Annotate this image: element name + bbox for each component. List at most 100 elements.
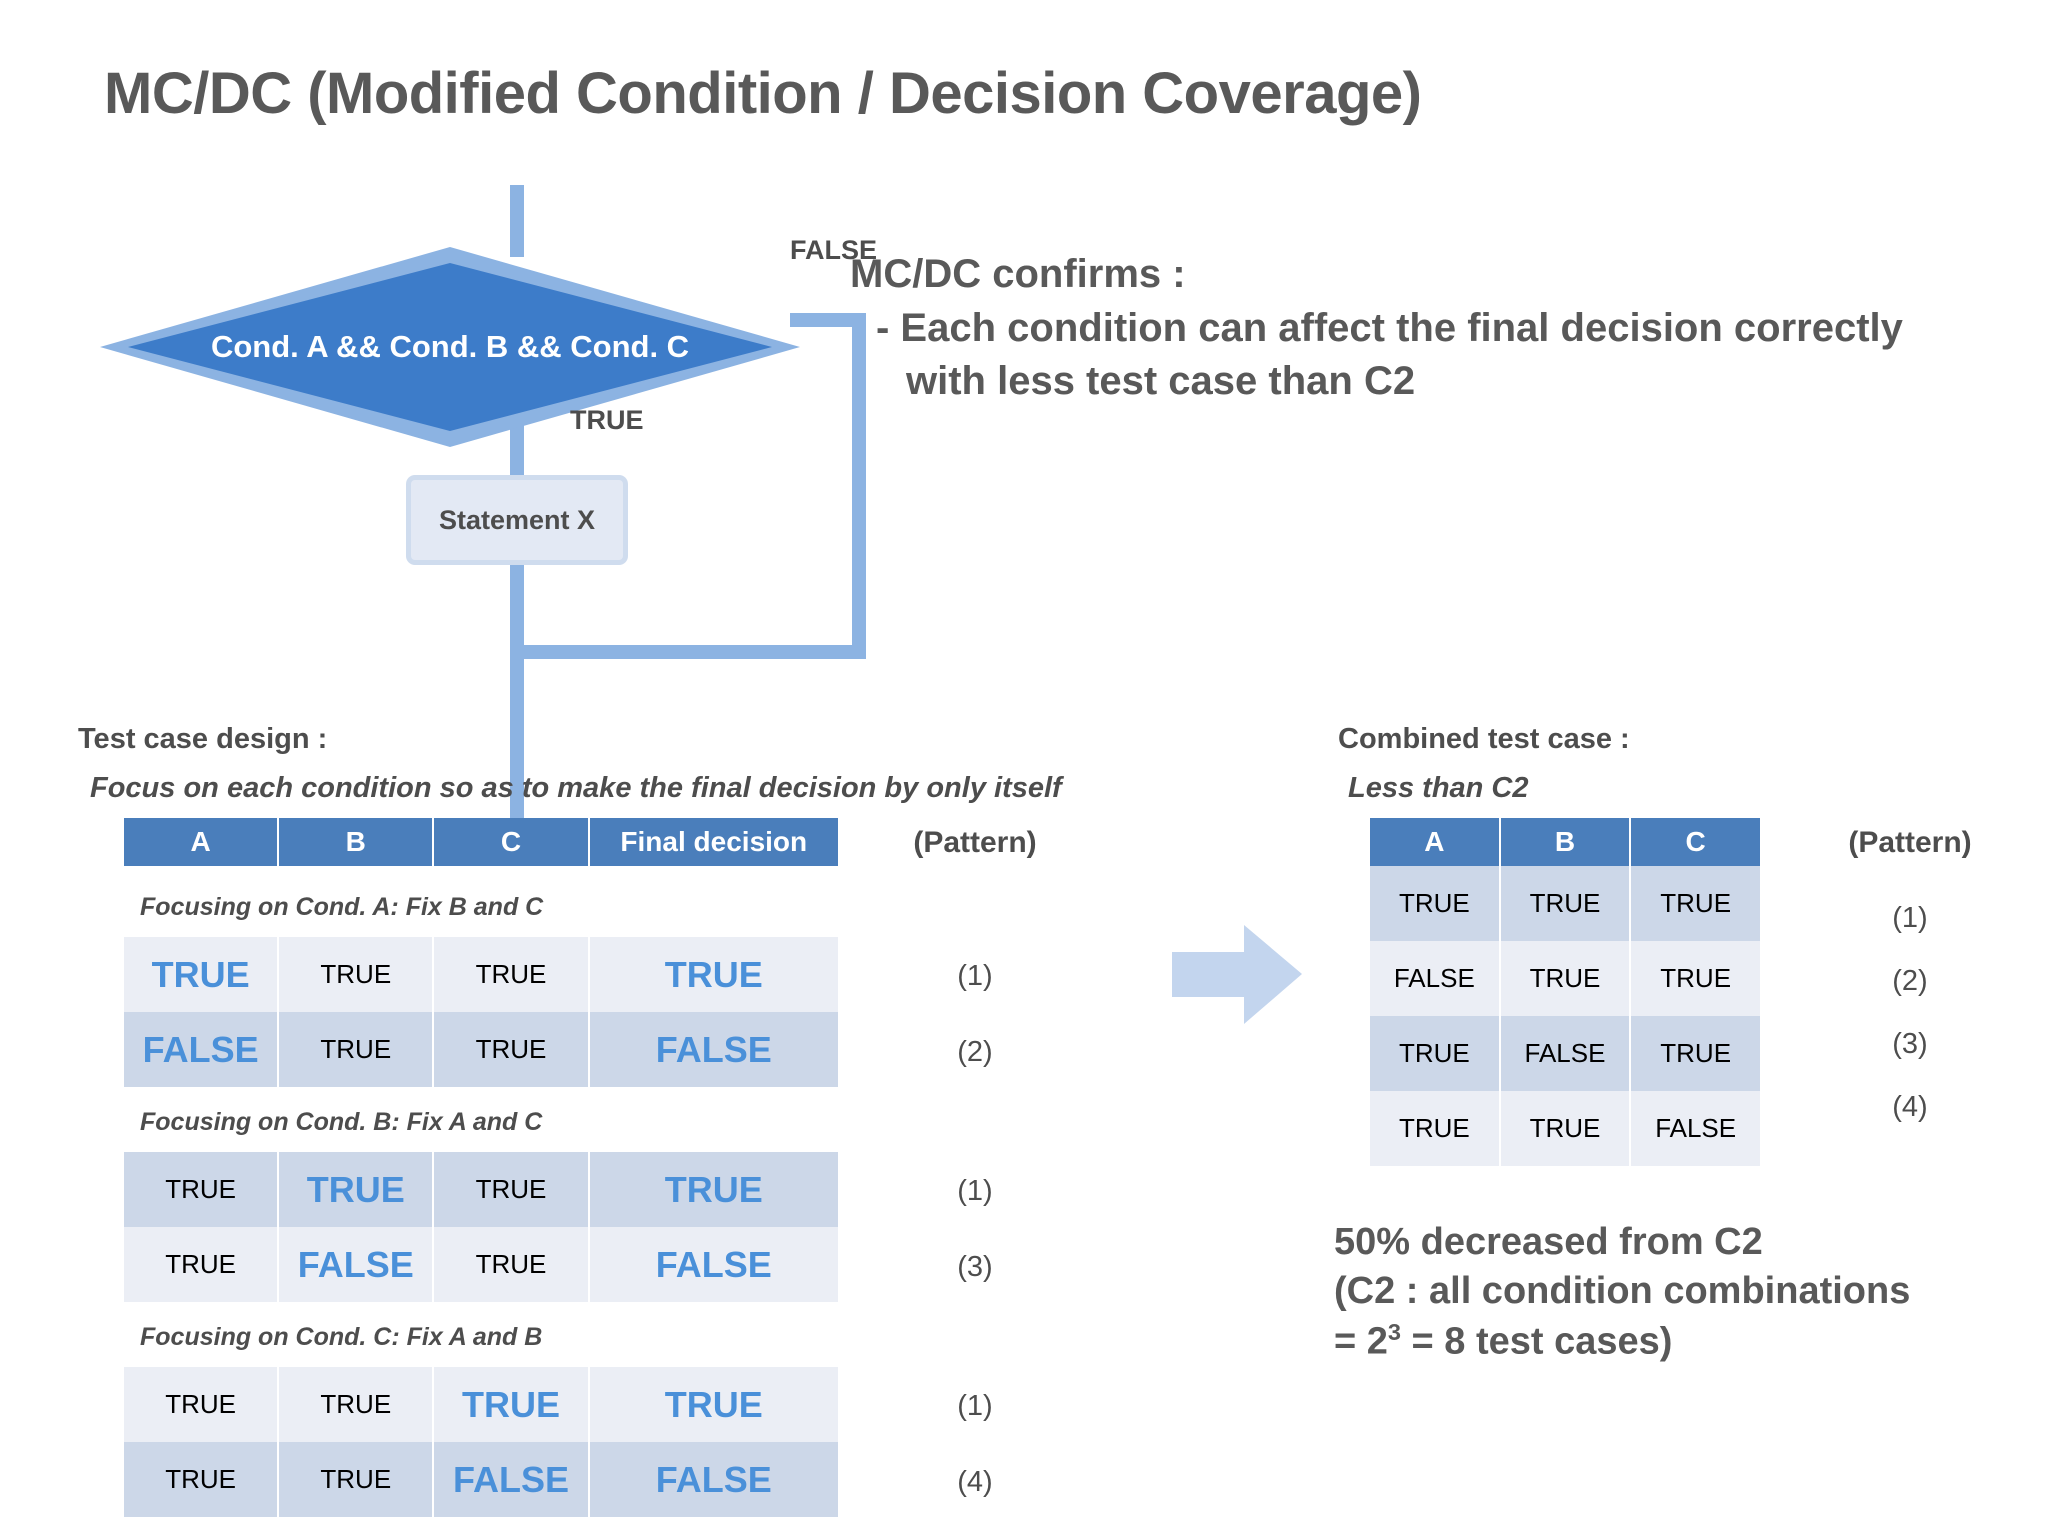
note-line-2: (C2 : all condition combinations xyxy=(1334,1270,1911,1313)
pattern-label: (2) xyxy=(957,1036,993,1068)
pattern-label: (1) xyxy=(957,960,993,992)
cell-a: TRUE xyxy=(124,937,278,1012)
pattern-label: (2) xyxy=(1892,965,1928,997)
table-row: TRUE TRUE TRUE TRUE xyxy=(124,1152,838,1227)
focus-caption-b: Focusing on Cond. B: Fix A and C xyxy=(140,1108,543,1136)
left-table-group-b: TRUE TRUE TRUE TRUE TRUE FALSE TRUE FALS… xyxy=(122,1152,840,1302)
col-header-c: C xyxy=(1631,818,1760,866)
focus-caption-c: Focusing on Cond. C: Fix A and B xyxy=(140,1323,543,1351)
cell-c: TRUE xyxy=(1631,866,1760,941)
connector-false-vertical xyxy=(852,313,866,658)
cell-b: TRUE xyxy=(279,937,433,1012)
cell-a: TRUE xyxy=(1370,1091,1499,1166)
flowchart-diagram: Cond. A && Cond. B && Cond. C FALSE TRUE… xyxy=(100,185,877,838)
table-header-row: A B C Final decision xyxy=(124,818,838,866)
col-header-b: B xyxy=(1500,818,1630,866)
col-header-a: A xyxy=(1370,818,1499,866)
statement-label: Statement X xyxy=(411,480,623,560)
explanation-line-1: MC/DC confirms : xyxy=(850,252,1186,296)
note-line-3: = 23 = 8 test cases) xyxy=(1334,1317,2048,1367)
right-panel-title: Combined test case : xyxy=(1338,723,1630,755)
right-panel-subtitle: Less than C2 xyxy=(1348,772,1529,804)
cell-a: TRUE xyxy=(1370,866,1499,941)
cell-final: FALSE xyxy=(589,1227,838,1302)
col-header-a: A xyxy=(124,818,278,866)
table-row: TRUE TRUE FALSE FALSE xyxy=(124,1442,838,1517)
pattern-label: (4) xyxy=(957,1466,993,1498)
right-table: A B C TRUE TRUE TRUE FALSE TRUE TRUE TRU… xyxy=(1368,818,1762,1166)
cell-a: TRUE xyxy=(124,1152,278,1227)
cell-b: TRUE xyxy=(1500,1091,1630,1166)
note-line-3-suffix: = 8 test cases) xyxy=(1401,1320,1673,1363)
left-table-header: A B C Final decision xyxy=(122,818,840,866)
table-row: FALSE TRUE TRUE xyxy=(1370,941,1760,1016)
connector-bottom xyxy=(510,548,524,838)
explanation-line-2: - Each condition can affect the final de… xyxy=(876,305,1903,350)
focus-caption-a: Focusing on Cond. A: Fix B and C xyxy=(140,893,544,921)
decision-diamond: Cond. A && Cond. B && Cond. C xyxy=(100,247,800,447)
cell-c: FALSE xyxy=(1631,1091,1760,1166)
note-line-3-prefix: = 2 xyxy=(1334,1320,1388,1363)
left-pattern-header: (Pattern) xyxy=(913,826,1037,859)
cell-b: TRUE xyxy=(279,1152,433,1227)
pattern-label: (3) xyxy=(957,1251,993,1283)
cell-final: TRUE xyxy=(589,937,838,1012)
table-row: TRUE TRUE FALSE xyxy=(1370,1091,1760,1166)
branch-label-true: TRUE xyxy=(570,405,644,435)
cell-c: TRUE xyxy=(1631,941,1760,1016)
cell-final: FALSE xyxy=(589,1012,838,1087)
diamond-shape-icon xyxy=(100,247,800,447)
cell-b: TRUE xyxy=(279,1012,433,1087)
cell-a: FALSE xyxy=(1370,941,1499,1016)
pattern-label: (3) xyxy=(1892,1028,1928,1060)
cell-b: TRUE xyxy=(1500,941,1630,1016)
cell-b: TRUE xyxy=(279,1367,433,1442)
cell-a: TRUE xyxy=(124,1442,278,1517)
connector-false-horizontal xyxy=(510,645,866,659)
note-exponent: 3 xyxy=(1387,1318,1401,1345)
table-row: TRUE TRUE TRUE TRUE xyxy=(124,937,838,1012)
explanation-line-3: with less test case than C2 xyxy=(906,359,1416,404)
note-line-1: 50% decreased from C2 xyxy=(1334,1221,1763,1263)
cell-a: FALSE xyxy=(124,1012,278,1087)
pattern-label: (1) xyxy=(1892,902,1928,934)
cell-a: TRUE xyxy=(124,1227,278,1302)
left-table-group-c: TRUE TRUE TRUE TRUE TRUE TRUE FALSE FALS… xyxy=(122,1367,840,1517)
cell-a: TRUE xyxy=(124,1367,278,1442)
pattern-label: (1) xyxy=(957,1390,993,1422)
table-row: TRUE FALSE TRUE xyxy=(1370,1016,1760,1091)
statement-box: Statement X xyxy=(406,475,628,565)
cell-c: FALSE xyxy=(434,1442,588,1517)
left-table-group-a: TRUE TRUE TRUE TRUE FALSE TRUE TRUE FALS… xyxy=(122,937,840,1087)
connector-top xyxy=(510,185,524,257)
cell-b: FALSE xyxy=(279,1227,433,1302)
branch-label-false: FALSE xyxy=(790,235,878,265)
cell-c: TRUE xyxy=(434,1227,588,1302)
table-row: TRUE TRUE TRUE xyxy=(1370,866,1760,941)
left-panel-subtitle: Focus on each condition so as to make th… xyxy=(90,772,1062,804)
cell-c: TRUE xyxy=(434,1367,588,1442)
pattern-label: (4) xyxy=(1892,1091,1928,1123)
summary-note: 50% decreased from C2 (C2 : all conditio… xyxy=(1334,1218,2048,1367)
cell-c: TRUE xyxy=(434,1012,588,1087)
explanation-block: MC/DC confirms : - Each condition can af… xyxy=(850,248,2000,409)
cell-b: TRUE xyxy=(1500,866,1630,941)
right-pattern-header: (Pattern) xyxy=(1848,826,1972,859)
cell-c: TRUE xyxy=(1631,1016,1760,1091)
connector-false-top xyxy=(790,313,866,327)
cell-final: TRUE xyxy=(589,1367,838,1442)
cell-c: TRUE xyxy=(434,937,588,1012)
col-header-b: B xyxy=(279,818,433,866)
table-row: FALSE TRUE TRUE FALSE xyxy=(124,1012,838,1087)
pattern-label: (1) xyxy=(957,1175,993,1207)
right-arrow-icon xyxy=(1172,925,1302,1024)
cell-b: TRUE xyxy=(279,1442,433,1517)
cell-b: FALSE xyxy=(1500,1016,1630,1091)
col-header-final-decision: Final decision xyxy=(589,818,838,866)
cell-final: TRUE xyxy=(589,1152,838,1227)
col-header-c: C xyxy=(434,818,588,866)
table-row: TRUE FALSE TRUE FALSE xyxy=(124,1227,838,1302)
left-panel-title: Test case design : xyxy=(78,723,328,755)
cell-a: TRUE xyxy=(1370,1016,1499,1091)
